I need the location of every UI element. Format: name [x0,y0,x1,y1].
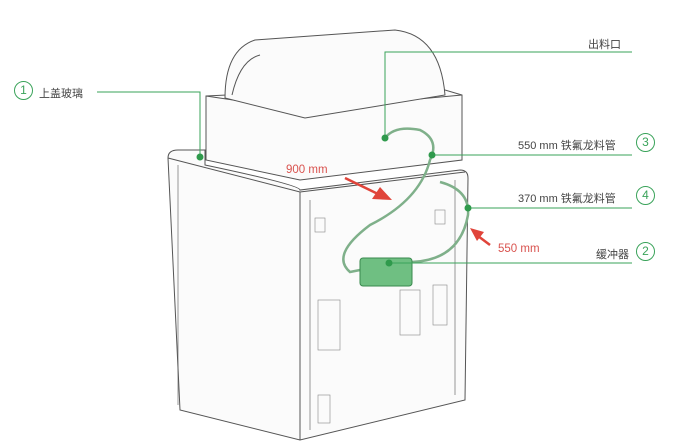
buffer-part [359,257,413,287]
printer-body [167,149,469,441]
buffer-label: 缓冲器 [596,249,629,261]
vents [314,209,448,424]
measurement-900mm: 900 mm [286,164,328,176]
outlet-label: 出料口 [588,39,621,51]
callout-number-4: 4 [636,186,655,205]
callout-number-2: 2 [636,242,655,261]
tube-550-label: 550 mm 铁氟龙料管 [518,140,616,152]
red-arrows [344,176,491,246]
callout-lines [97,51,632,264]
top-glass-label: 上盖玻璃 [39,88,83,100]
measurement-550mm: 550 mm [498,243,540,255]
callout-number-3: 3 [636,133,655,152]
callout-number-1: 1 [14,81,33,100]
tube-370-label: 370 mm 铁氟龙料管 [518,193,616,205]
callout-dots [196,134,472,267]
ptfe-tubes [342,127,470,274]
